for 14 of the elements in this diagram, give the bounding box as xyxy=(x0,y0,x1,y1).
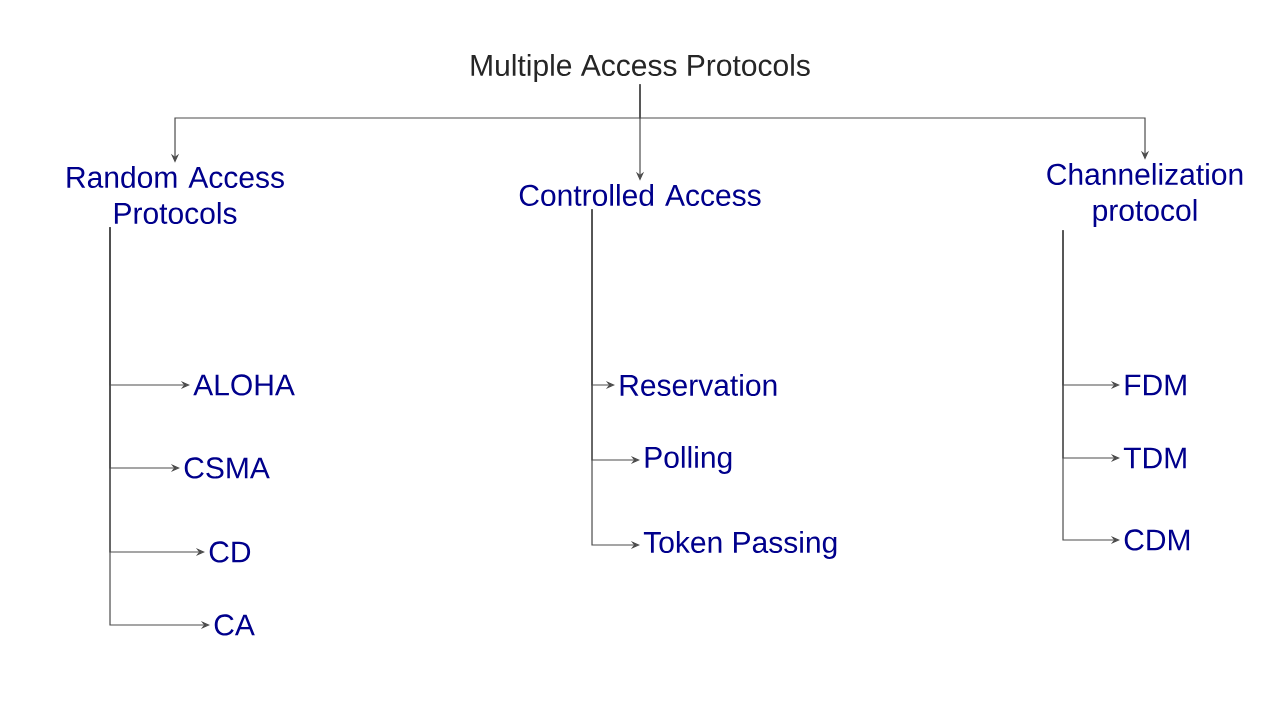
item-label: ALOHA xyxy=(193,374,295,396)
category-label: Channelization protocol xyxy=(1047,163,1243,227)
item-label: Reservation xyxy=(620,374,777,396)
title: Multiple Access Protocols xyxy=(471,54,810,82)
item-label: FDM xyxy=(1125,374,1186,396)
item-label: TDM xyxy=(1123,447,1186,469)
item-label: CSMA xyxy=(184,457,270,479)
item-label: CA xyxy=(214,614,255,636)
item-label: Polling xyxy=(645,446,732,474)
item-label: CDM xyxy=(1124,529,1190,551)
category-label: Random Access Protocols xyxy=(67,166,284,224)
item-label: CD xyxy=(209,541,251,563)
item-label: Token Passing xyxy=(643,531,837,559)
category-label: Controlled Access xyxy=(519,184,761,206)
